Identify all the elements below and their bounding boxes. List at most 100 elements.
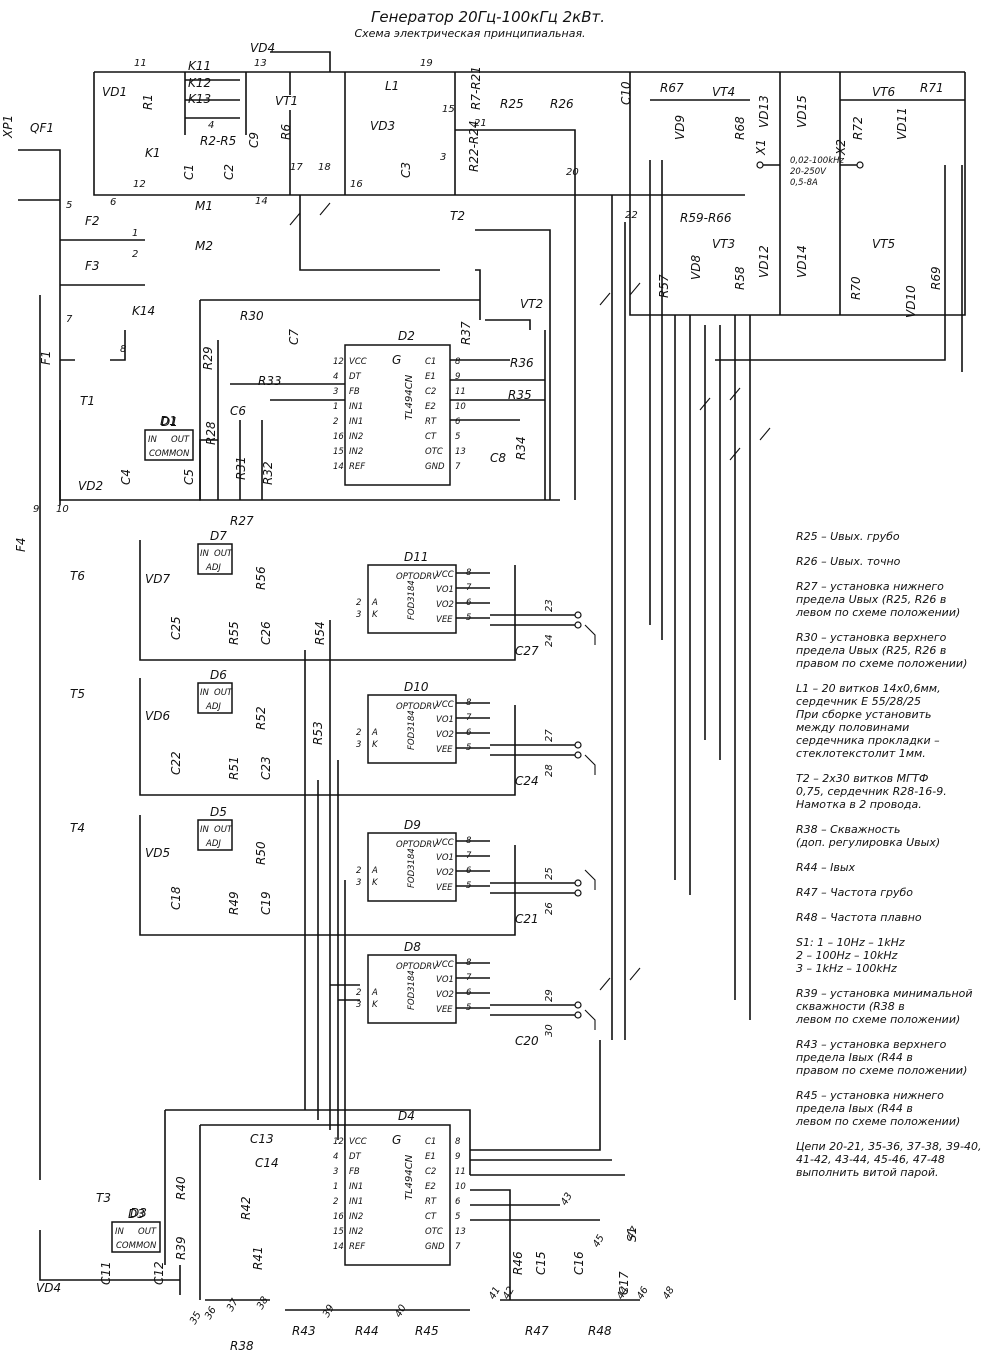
component-label: T1 bbox=[80, 394, 95, 408]
driver-pin-name: VEE bbox=[436, 1005, 453, 1015]
d4-pin-left-num: 4 bbox=[333, 1152, 338, 1162]
d2-pin-right-num: 13 bbox=[455, 447, 466, 457]
component-label: R44 bbox=[355, 1324, 379, 1338]
component-label: R31 bbox=[234, 456, 248, 480]
component-label: VD12 bbox=[757, 245, 771, 278]
driver-pin-name: VO1 bbox=[436, 853, 454, 863]
net-number: 7 bbox=[66, 314, 73, 325]
component-label: C2 bbox=[222, 164, 236, 180]
component-label: VD4 bbox=[36, 1281, 61, 1295]
driver-pin-name: VCC bbox=[436, 960, 454, 970]
regulator-gnd: COMMON bbox=[149, 449, 190, 459]
component-label: R33 bbox=[258, 374, 282, 388]
component-label: F1 bbox=[39, 350, 53, 365]
chip-d4-part: TL494CN bbox=[404, 1154, 415, 1200]
driver-pin-name: VO1 bbox=[436, 715, 454, 725]
driver-tag: OPTODRV bbox=[396, 572, 439, 582]
net-number: 1 bbox=[132, 228, 138, 239]
component-label: R51 bbox=[227, 756, 241, 780]
d4-pin-left-name: IN2 bbox=[349, 1212, 363, 1222]
component-label: D1 bbox=[160, 414, 177, 428]
driver-ref: D8 bbox=[404, 940, 421, 954]
d4-pin-left-num: 12 bbox=[333, 1137, 344, 1147]
d2-pin-right-num: 6 bbox=[455, 417, 461, 427]
component-label: R25 bbox=[500, 97, 524, 111]
component-label: R57 bbox=[657, 274, 671, 298]
d2-pin-left-num: 4 bbox=[333, 372, 338, 382]
d4-pin-left-name: IN1 bbox=[349, 1197, 363, 1207]
net-number: 15 bbox=[442, 104, 455, 115]
note-item: R30 – установка верхнего предела Uвых (R… bbox=[796, 631, 968, 670]
d4-pin-right-num: 6 bbox=[455, 1197, 461, 1207]
d4-pin-right-name: CT bbox=[425, 1212, 437, 1222]
component-label: VD14 bbox=[795, 245, 809, 278]
d2-pin-right-name: RT bbox=[425, 417, 437, 427]
driver-in-num: 2 bbox=[356, 866, 361, 876]
d2-pin-left-name: IN2 bbox=[349, 447, 363, 457]
chip-d2-ref: D2 bbox=[398, 329, 415, 343]
d4-pin-left-num: 3 bbox=[333, 1167, 338, 1177]
note-item: R48 – Частота плавно bbox=[796, 911, 922, 924]
driver-part: FOD3184 bbox=[407, 848, 417, 888]
chip-d2-logo: G bbox=[392, 353, 401, 367]
regulator-adj: ADJ bbox=[205, 702, 221, 712]
chip-d2-part: TL494CN bbox=[404, 374, 415, 420]
component-label: C23 bbox=[259, 756, 273, 780]
component-label: R49 bbox=[227, 891, 241, 915]
net-number: 11 bbox=[134, 58, 147, 69]
component-label: R6 bbox=[279, 124, 293, 140]
bottom-net-number: 38 bbox=[255, 1295, 271, 1312]
d4-pin-left-name: FB bbox=[349, 1167, 360, 1177]
net-number: 9 bbox=[33, 504, 39, 515]
bottom-net-number: 36 bbox=[203, 1305, 219, 1322]
driver-out-a: 25 bbox=[544, 867, 555, 880]
component-label: R37 bbox=[459, 321, 473, 345]
driver-pin-name: VO2 bbox=[436, 990, 454, 1000]
driver-tag: OPTODRV bbox=[396, 840, 439, 850]
note-item: R43 – установка верхнего предела Iвых (R… bbox=[796, 1038, 968, 1077]
component-label: C10 bbox=[619, 81, 633, 105]
d2-pin-right-num: 7 bbox=[455, 462, 461, 472]
d2-pin-right-name: C2 bbox=[425, 387, 436, 397]
driver-pin-name: VO2 bbox=[436, 600, 454, 610]
d4-pin-right-num: 11 bbox=[455, 1167, 466, 1177]
d4-pin-right-num: 10 bbox=[455, 1182, 466, 1192]
note-item: R26 – Uвых. точно bbox=[796, 555, 901, 568]
terminal-x1: X1 bbox=[754, 139, 768, 156]
net-number: 2 bbox=[132, 249, 138, 260]
component-label: VT4 bbox=[712, 85, 735, 99]
note-item: R45 – установка нижнего предела Iвых (R4… bbox=[796, 1089, 961, 1128]
component-label: R39 bbox=[174, 1236, 188, 1260]
bottom-net-number: 46 bbox=[635, 1285, 651, 1302]
component-label: R56 bbox=[254, 566, 268, 590]
net-number: 8 bbox=[120, 344, 126, 355]
component-label: K13 bbox=[188, 92, 211, 106]
driver-pin-name: VO1 bbox=[436, 975, 454, 985]
regulator-adj: ADJ bbox=[205, 563, 221, 573]
schematic-title: Генератор 20Гц-100кГц 2кВт. bbox=[371, 8, 605, 26]
driver-in-name: K bbox=[372, 610, 379, 620]
component-label: VD3 bbox=[370, 119, 395, 133]
chip-d4: D4 G TL494CN VCC12DT4FB3IN11IN12IN216IN2… bbox=[333, 1109, 466, 1266]
component-label: VD6 bbox=[145, 709, 170, 723]
d4-pin-left-name: DT bbox=[349, 1152, 362, 1162]
component-label: L1 bbox=[385, 79, 399, 93]
component-label: R67 bbox=[660, 81, 684, 95]
driver-out-b: 30 bbox=[544, 1024, 555, 1037]
driver-in-num: 3 bbox=[356, 740, 361, 750]
d4-pin-right-num: 7 bbox=[455, 1242, 461, 1252]
d4-pin-right-num: 5 bbox=[455, 1212, 460, 1222]
schematic-subtitle: Схема электрическая принципиальная. bbox=[354, 27, 585, 40]
d2-pin-right-name: C1 bbox=[425, 357, 436, 367]
d4-pin-right-num: 8 bbox=[455, 1137, 461, 1147]
component-label: C6 bbox=[230, 404, 246, 418]
component-label: VT3 bbox=[712, 237, 735, 251]
component-label: C26 bbox=[259, 621, 273, 645]
driver-in-name: K bbox=[372, 1000, 379, 1010]
component-label: C9 bbox=[247, 132, 261, 148]
net-number: 22 bbox=[625, 210, 638, 221]
